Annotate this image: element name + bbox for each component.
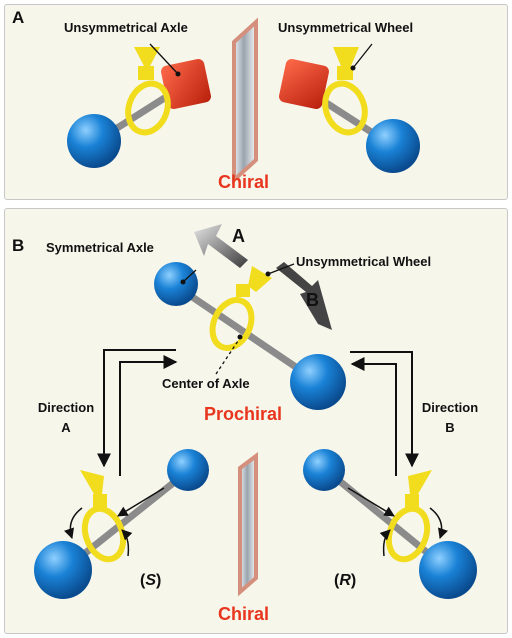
- sphere-icon: [67, 114, 121, 168]
- molecule-s: [34, 449, 209, 599]
- wheel-icon: [385, 505, 431, 563]
- stereo-s-letter: S: [145, 572, 156, 589]
- sphere-icon: [303, 449, 345, 491]
- wheel-icon: [125, 80, 171, 136]
- unsymmetrical-wheel-label-b: Unsymmetrical Wheel: [296, 254, 432, 269]
- unsymmetrical-axle-label: Unsymmetrical Axle: [64, 20, 188, 35]
- center-of-axle-label: Center of Axle: [162, 376, 250, 391]
- prochiral-molecule: [154, 262, 346, 410]
- wheel-icon: [209, 297, 255, 351]
- sphere-icon: [419, 541, 477, 599]
- sphere-icon: [34, 541, 92, 599]
- stereo-r-label: (R): [334, 572, 357, 589]
- chiral-label-a: Chiral: [218, 172, 270, 192]
- direction-b-letter: B: [445, 420, 455, 435]
- panel-b-letter: B: [12, 236, 25, 255]
- stereo-s-label: (S): [140, 572, 162, 589]
- cube-icon: [161, 59, 211, 109]
- arrow-b-label: B: [306, 290, 319, 310]
- symmetrical-axle-label: Symmetrical Axle: [46, 240, 154, 255]
- wheel-icon: [322, 80, 368, 136]
- sphere-icon: [366, 119, 420, 173]
- mirror-b: [238, 452, 258, 597]
- cube-icon: [279, 59, 329, 109]
- direction-a-word: Direction: [37, 400, 95, 415]
- sphere-icon: [154, 262, 198, 306]
- panel-a-left-molecule: [67, 47, 211, 168]
- prochiral-label: Prochiral: [204, 404, 283, 424]
- sphere-icon: [290, 354, 346, 410]
- unsymmetrical-wheel-label: Unsymmetrical Wheel: [278, 20, 414, 35]
- mirror-a: [232, 17, 258, 185]
- panel-a-letter: A: [12, 8, 25, 27]
- direction-a-label: Direction A: [30, 398, 102, 438]
- stereo-r-letter: R: [339, 572, 351, 589]
- chiral-label-b: Chiral: [218, 604, 270, 624]
- direction-arrows: [194, 224, 332, 330]
- wheel-icon: [81, 505, 127, 563]
- direction-a-letter: A: [61, 420, 71, 435]
- direction-b-label: Direction B: [414, 398, 486, 438]
- direction-b-word: Direction: [421, 400, 479, 415]
- panel-a-right-molecule: [279, 47, 420, 173]
- arrow-a-label: A: [232, 226, 245, 246]
- sphere-icon: [167, 449, 209, 491]
- molecule-r: [303, 449, 477, 599]
